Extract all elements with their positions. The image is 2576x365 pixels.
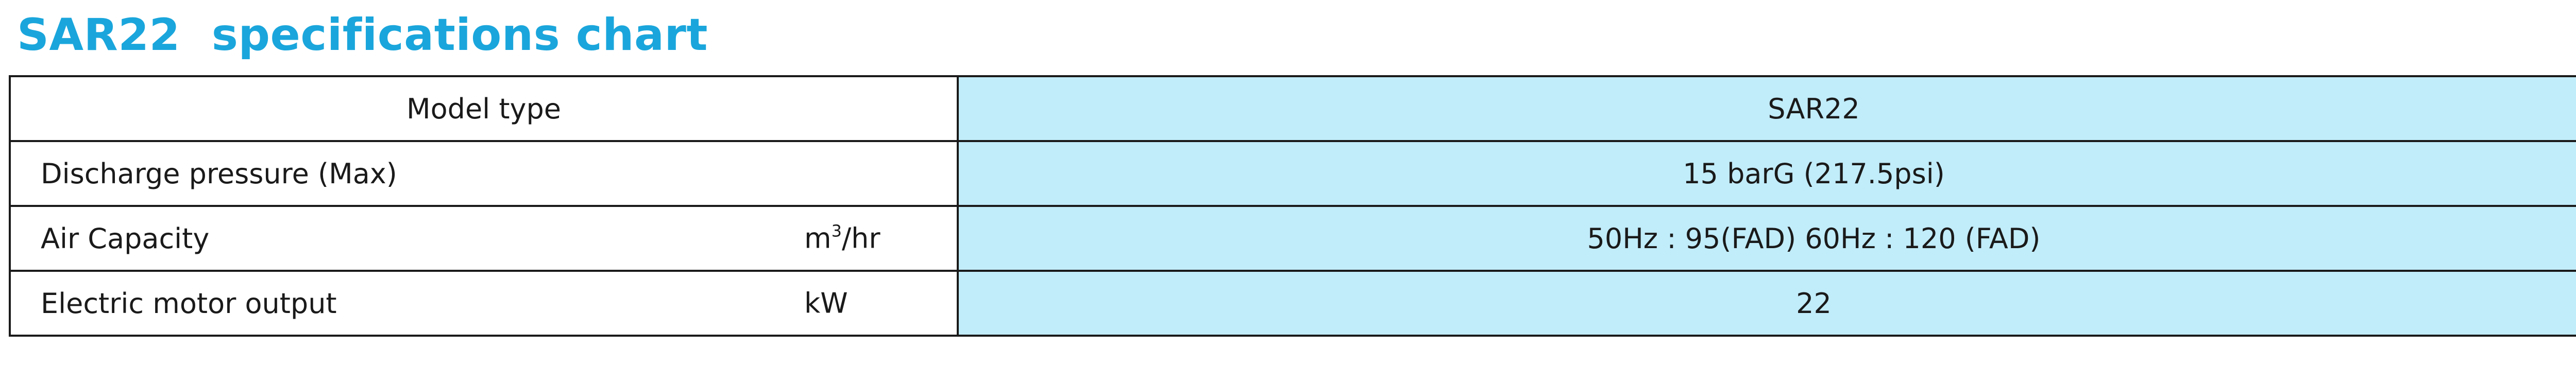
specifications-table: Model type SAR22 Discharge pressure (Max… xyxy=(9,75,2576,337)
table-row: Air Capacity m3/hr 50Hz : 95(FAD) 60Hz :… xyxy=(9,205,2576,272)
air-capacity-label: Air Capacity xyxy=(41,222,210,255)
table-row: Electric motor output kW 22 xyxy=(9,270,2576,337)
table-header-row: Model type SAR22 xyxy=(9,75,2576,142)
air-capacity-unit: m3/hr xyxy=(804,222,880,255)
discharge-pressure-value: 15 barG (217.5psi) xyxy=(957,140,2576,207)
unit-rest: /hr xyxy=(841,222,880,255)
air-capacity-value: 50Hz : 95(FAD) 60Hz : 120 (FAD) xyxy=(957,205,2576,272)
discharge-pressure-label-cell: Discharge pressure (Max) xyxy=(9,140,959,207)
unit-superscript: 3 xyxy=(831,221,842,241)
air-capacity-label-cell: Air Capacity m3/hr xyxy=(9,205,959,272)
page-title: SAR22 specifications chart xyxy=(17,9,708,61)
unit-base: kW xyxy=(804,287,848,320)
motor-output-unit: kW xyxy=(804,287,848,320)
table-row: Discharge pressure (Max) 15 barG (217.5p… xyxy=(9,140,2576,207)
unit-base: m xyxy=(804,222,832,255)
motor-output-label: Electric motor output xyxy=(41,287,337,320)
model-type-label: Model type xyxy=(9,75,959,142)
motor-output-value: 22 xyxy=(957,270,2576,337)
discharge-pressure-label: Discharge pressure (Max) xyxy=(41,157,397,190)
motor-output-label-cell: Electric motor output kW xyxy=(9,270,959,337)
model-type-value: SAR22 xyxy=(957,75,2576,142)
